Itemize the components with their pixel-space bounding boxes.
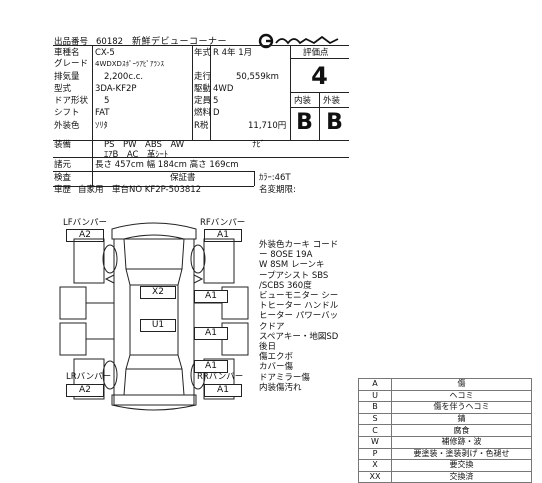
capacity: 5 — [213, 96, 219, 106]
right-rear-door-mark: A1 — [194, 327, 228, 340]
car-name: CX-5 — [95, 48, 115, 58]
score-title: 評価点 — [303, 48, 329, 58]
right-quarter-mark: A1 — [194, 360, 228, 373]
drive-label: 駆動 — [194, 84, 212, 94]
model-label: 型式 — [54, 84, 72, 94]
shift: FAT — [95, 108, 110, 118]
registration-label: 車歴 — [54, 185, 72, 195]
lf-bumper-label: LFバンパー — [63, 218, 108, 228]
model: 3DA-KF2P — [95, 84, 137, 94]
shift-label: シフト — [54, 108, 80, 118]
fuel-label: 燃料 — [194, 108, 212, 118]
roof-damage-mark: X2 — [140, 286, 176, 299]
inspection-label: 検査 — [54, 173, 72, 183]
right-front-door-mark: A1 — [194, 290, 228, 303]
displacement-label: 排気量 — [54, 72, 80, 82]
inspector-comments: 外装色カーキ コード ー 8OSE 19A W 8SM レーンキ ープアシスト … — [259, 240, 339, 393]
rr-bumper-label: RRバンパー — [197, 372, 244, 382]
rf-bumper-label: RFバンパー — [200, 218, 246, 228]
equipment-line1: PS PW ABS AW ﾅﾋﾞ — [104, 140, 265, 150]
exterior-score: B — [326, 110, 343, 135]
lr-bumper-mark: A2 — [66, 384, 104, 397]
grade: 4WDXDｽﾎﾟｰﾂｱﾋﾟｱﾗﾝｽ — [95, 60, 164, 68]
lot-number: 60182 — [96, 37, 124, 47]
tax-label: R税 — [194, 121, 209, 131]
warranty: 保証書 — [170, 173, 196, 183]
car-name-label: 車種名 — [54, 48, 80, 58]
color-label: 外装色 — [54, 121, 80, 131]
doors: 5 — [104, 96, 110, 106]
key-code: ｶﾗｰ:46T — [259, 173, 291, 183]
fuel: D — [213, 108, 220, 118]
lot-label: 出品番号 — [54, 37, 89, 47]
registration-value: 自家用 車台NO KF2P-503812 — [78, 185, 202, 195]
interior-score: B — [296, 110, 313, 135]
logo — [258, 33, 342, 53]
tax: 11,710円 — [248, 121, 287, 131]
year-label: 年式 — [194, 48, 212, 58]
exterior-label: 外装 — [323, 96, 341, 106]
mileage-label: 走行 — [194, 72, 212, 82]
interior-label: 内装 — [294, 96, 312, 106]
bayauc-logo-icon — [258, 33, 339, 49]
dimensions: 長さ 457cm 幅 184cm 高さ 169cm — [95, 160, 239, 170]
ownership: 名変期限: — [259, 185, 296, 195]
rr-bumper-mark: A1 — [204, 384, 242, 397]
equipment-label: 装備 — [54, 140, 72, 150]
year: R 4年 1月 — [213, 48, 253, 58]
color: ｿﾘﾀ — [95, 121, 108, 131]
corner-name: 新鮮デビューコーナー — [132, 37, 228, 47]
grade-label: グレード — [54, 59, 89, 69]
lr-bumper-label: LRバンパー — [66, 372, 112, 382]
equipment-line2: ｴｱB AC 革ｼｰﾄ — [104, 150, 169, 160]
drive: 4WD — [213, 84, 234, 94]
displacement: 2,200c.c. — [104, 72, 144, 82]
overall-score: 4 — [311, 62, 328, 90]
tailgate-damage-mark: U1 — [140, 319, 176, 332]
doors-label: ドア形状 — [54, 96, 89, 106]
dimensions-label: 諸元 — [54, 160, 72, 170]
mileage: 50,559km — [236, 72, 279, 82]
capacity-label: 定員 — [194, 96, 212, 106]
